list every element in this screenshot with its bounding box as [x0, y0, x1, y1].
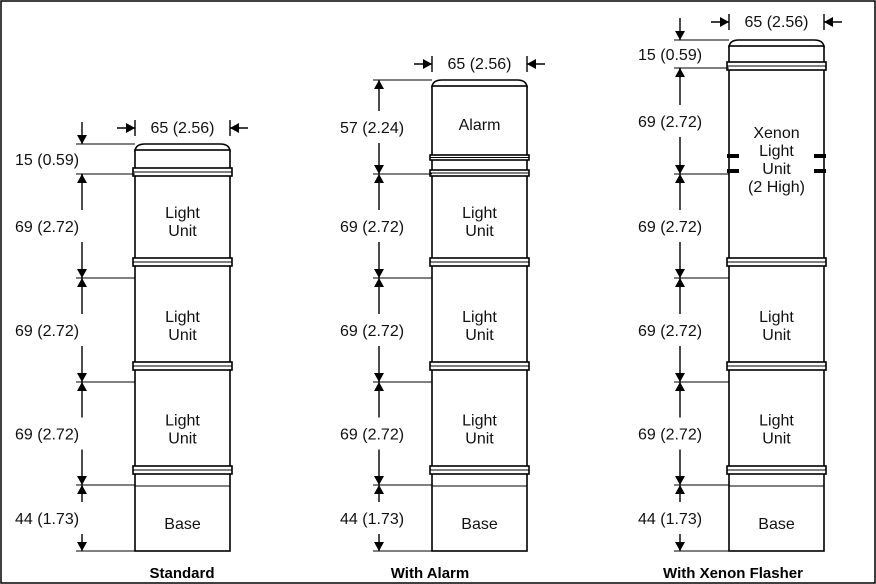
unit-label: Light — [165, 205, 200, 222]
arrowhead — [675, 68, 685, 77]
dimension-label: 69 (2.72) — [638, 219, 702, 236]
arrowhead — [675, 373, 685, 382]
unit-label: Base — [758, 516, 795, 533]
unit-label: Xenon — [753, 125, 799, 142]
unit-label: Unit — [762, 431, 791, 448]
arrowhead — [675, 476, 685, 485]
width-label: 65 (2.56) — [744, 14, 808, 31]
arrowhead — [77, 485, 87, 494]
arrowhead — [77, 174, 87, 183]
arrowhead — [675, 165, 685, 174]
arrowhead — [824, 17, 833, 27]
arrowhead — [675, 269, 685, 278]
unit-label: Light — [165, 413, 200, 430]
unit-label: Unit — [465, 327, 494, 344]
tower-body — [728, 45, 825, 552]
arrowhead — [126, 123, 135, 133]
arrowhead — [374, 278, 384, 287]
unit-label: Light — [462, 205, 497, 222]
arrowhead — [374, 174, 384, 183]
arrowhead — [77, 135, 87, 144]
arrowhead — [230, 123, 239, 133]
dimension-label: 69 (2.72) — [638, 427, 702, 444]
xenon-tick — [727, 154, 739, 158]
arrowhead — [720, 17, 729, 27]
tower-body — [134, 149, 231, 552]
dimension-label: 69 (2.72) — [15, 427, 79, 444]
arrowhead — [374, 165, 384, 174]
width-label: 65 (2.56) — [150, 120, 214, 137]
unit-label: Base — [164, 516, 201, 533]
arrowhead — [77, 373, 87, 382]
arrowhead — [675, 174, 685, 183]
dimension-label: 44 (1.73) — [15, 511, 79, 528]
dimension-label: 69 (2.72) — [15, 323, 79, 340]
unit-label: Alarm — [459, 117, 501, 134]
dimension-label: 15 (0.59) — [638, 47, 702, 64]
diagram-caption: With Xenon Flasher — [663, 565, 803, 582]
unit-label: Unit — [168, 327, 197, 344]
unit-label: Light — [759, 413, 794, 430]
dimension-label: 69 (2.72) — [340, 219, 404, 236]
arrowhead — [374, 382, 384, 391]
dimension-label: 44 (1.73) — [638, 511, 702, 528]
dimension-label: 69 (2.72) — [340, 323, 404, 340]
unit-label: Unit — [168, 223, 197, 240]
arrowhead — [374, 373, 384, 382]
unit-label: Light — [462, 413, 497, 430]
xenon-tick — [814, 169, 826, 173]
xenon-tick — [814, 154, 826, 158]
dimension-label: 69 (2.72) — [638, 114, 702, 131]
arrowhead — [77, 542, 87, 551]
dimension-label: 69 (2.72) — [15, 219, 79, 236]
arrowhead — [77, 382, 87, 391]
unit-label: Light — [165, 309, 200, 326]
unit-label: Unit — [762, 327, 791, 344]
unit-label: Base — [461, 516, 498, 533]
xenon-tick — [727, 169, 739, 173]
arrowhead — [77, 269, 87, 278]
arrowhead — [527, 59, 536, 69]
arrowhead — [423, 59, 432, 69]
unit-label: Light — [759, 309, 794, 326]
arrowhead — [675, 485, 685, 494]
dimension-label: 44 (1.73) — [340, 511, 404, 528]
unit-label: Unit — [168, 431, 197, 448]
dimension-label: 69 (2.72) — [638, 323, 702, 340]
dimension-label: 69 (2.72) — [340, 427, 404, 444]
unit-label: Unit — [465, 223, 494, 240]
diagram-caption: Standard — [149, 565, 214, 582]
arrowhead — [374, 476, 384, 485]
diagram-caption: With Alarm — [391, 565, 469, 582]
unit-label: Unit — [762, 161, 791, 178]
unit-label: (2 High) — [748, 179, 805, 196]
arrowhead — [675, 382, 685, 391]
dimension-label: 57 (2.24) — [340, 120, 404, 137]
arrowhead — [374, 542, 384, 551]
arrowhead — [675, 542, 685, 551]
unit-label: Unit — [465, 431, 494, 448]
arrowhead — [77, 476, 87, 485]
arrowhead — [77, 278, 87, 287]
arrowhead — [374, 80, 384, 89]
arrowhead — [675, 31, 685, 40]
unit-label: Light — [462, 309, 497, 326]
arrowhead — [675, 278, 685, 287]
arrowhead — [374, 269, 384, 278]
width-label: 65 (2.56) — [447, 56, 511, 73]
unit-label: Light — [759, 143, 794, 160]
diagram-3: 65 (2.56)15 (0.59)69 (2.72)XenonLightUni… — [638, 14, 842, 582]
arrowhead — [374, 485, 384, 494]
dimension-label: 15 (0.59) — [15, 152, 79, 169]
